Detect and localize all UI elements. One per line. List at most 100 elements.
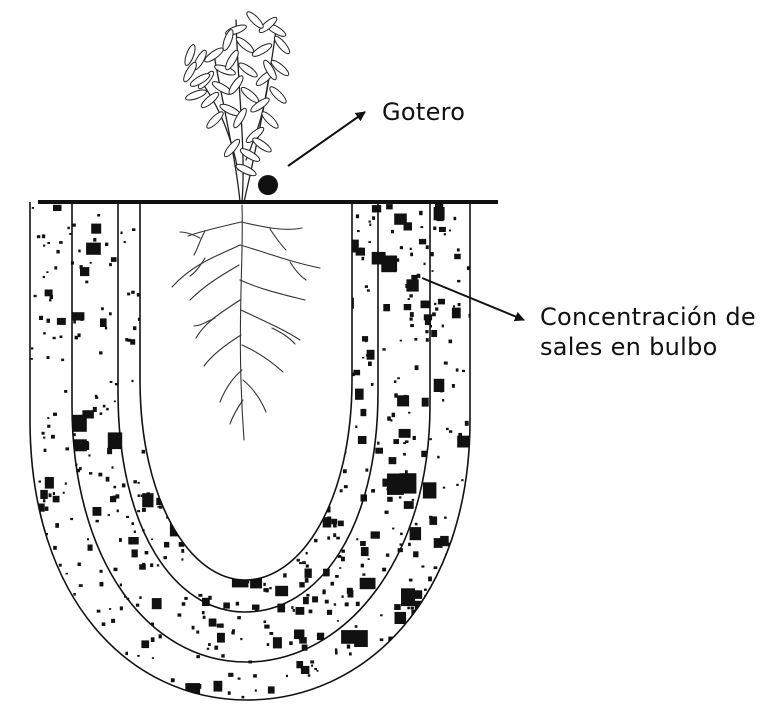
salt-speck [232,629,235,631]
salt-speck [111,619,115,623]
salt-speck [458,433,462,437]
salt-speck [214,646,218,650]
salt-speck [252,605,260,610]
salt-speck [429,438,432,440]
salt-speck [444,517,447,519]
salt-speck [155,690,158,693]
salt-speck [110,381,113,383]
salt-speck [95,396,98,399]
salt-speck [400,340,402,342]
salt-speck [47,242,50,244]
salt-speck [402,491,404,494]
salt-speck [127,293,130,296]
salt-speck [456,368,459,371]
salt-speck [411,275,417,280]
salt-speck [87,538,89,540]
salt-speck [112,466,114,468]
salt-speck [443,487,445,489]
salt-speck [403,645,409,651]
salt-speck [327,610,332,615]
salt-arrow [422,278,524,320]
salt-speck [395,612,407,624]
salt-speck [365,469,368,472]
salt-speck [231,631,234,634]
salt-speck [253,674,257,677]
salt-speck [66,573,68,575]
salt-speck [399,429,411,438]
salt-speck [147,699,163,708]
salt-speck [444,635,455,644]
salt-speck [401,588,415,606]
salt-speck [435,204,443,215]
salt-speck [449,230,451,232]
salt-label-line-1: Concentración de [540,302,756,332]
salt-speck [91,224,101,234]
salt-speck [392,657,406,675]
salt-speck [156,681,160,685]
salt-speck [382,479,389,487]
salt-speck [93,238,96,242]
salt-speck [43,332,46,334]
salt-speck [387,488,389,491]
salt-speck [348,590,354,597]
salt-speck [456,484,459,486]
salt-speck [120,606,123,610]
salt-speck [433,227,436,231]
salt-speck [50,295,53,299]
salt-speck [37,235,40,238]
salt-speck [78,250,80,253]
salt-speck [142,450,146,454]
salt-speck [377,442,379,445]
salt-speck [456,643,465,653]
salt-speck [65,482,67,484]
salt-speck [414,338,417,341]
salt-speck [150,563,153,567]
salt-speck [49,634,53,638]
salt-speck [403,442,406,444]
salt-speck [73,593,75,596]
salt-speck [347,645,350,649]
salt-speck [132,380,134,382]
salt-speck [51,615,65,631]
salt-speck [355,426,357,429]
salt-speck [462,666,475,675]
salt-speck [410,527,422,540]
salt-speck [51,435,55,439]
salt-speck [424,589,427,591]
salt-speck [354,630,368,647]
salt-speck [41,643,43,645]
salt-speck [309,610,313,614]
salt-speck [393,664,396,668]
salt-speck [60,336,63,339]
salt-speck [181,558,183,560]
salt-label-line-2: sales en bulbo [540,332,756,362]
salt-speck [137,510,140,512]
salt-speck [131,291,135,294]
dripper-icon [258,175,278,195]
salt-speck [113,486,116,489]
salt-speck [426,245,429,249]
salt-speck [368,241,371,243]
salt-speck [385,654,387,656]
salt-speck [275,586,288,596]
salt-speck [61,359,64,362]
salt-speck [377,668,383,676]
salt-speck [157,564,159,566]
salt-speck [240,638,242,640]
salt-speck [264,621,267,624]
salt-speck [422,398,429,407]
salt-speck [339,567,341,569]
salt-speck [306,594,309,597]
salt-speck [322,591,325,594]
salt-speck [220,624,224,628]
salt-speck [31,509,35,513]
salt-speck [335,648,337,651]
salt-speck [361,409,367,416]
salt-speck [392,413,396,418]
salt-speck [425,672,429,677]
salt-speck [217,633,225,643]
salt-speck [98,647,101,651]
salt-speck [395,258,399,262]
salt-speck [317,670,319,672]
salt-speck [47,417,49,419]
